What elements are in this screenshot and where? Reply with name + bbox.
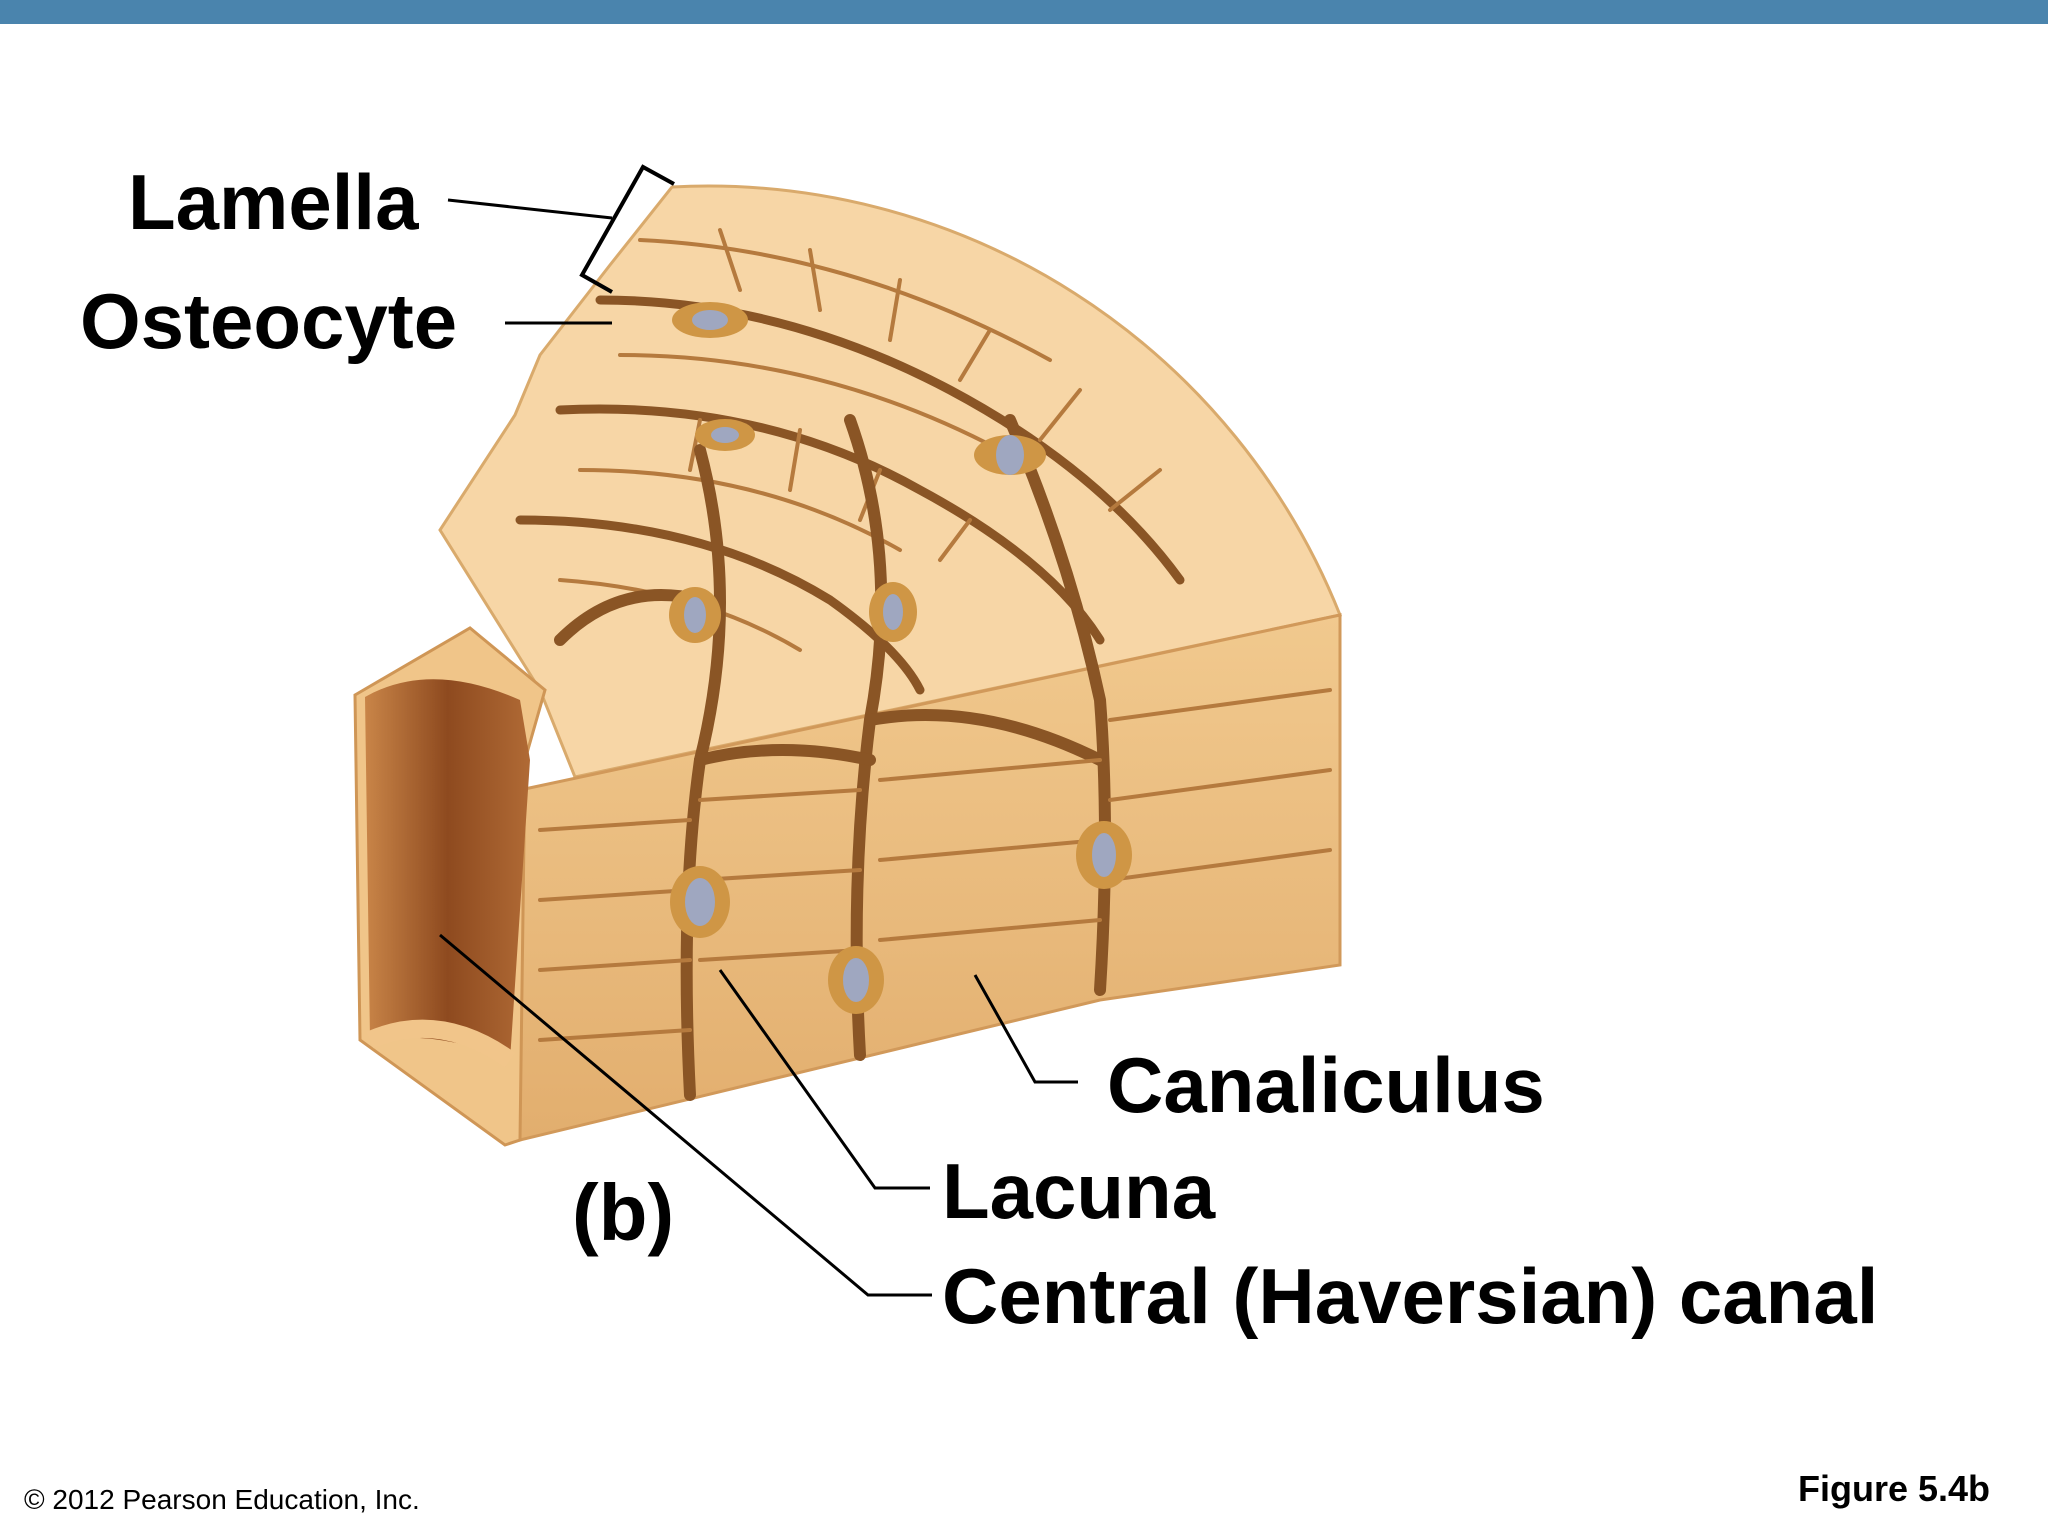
panel-label: (b) — [572, 1168, 675, 1257]
lamella-bracket — [579, 164, 675, 294]
copyright-notice: © 2012 Pearson Education, Inc. — [24, 1484, 420, 1515]
canaliculus-label: Canaliculus — [1107, 1041, 1545, 1129]
leader-lines — [439, 198, 1078, 1297]
central-canal-label: Central (Haversian) canal — [942, 1252, 1879, 1340]
figure-number: Figure 5.4b — [1798, 1468, 1991, 1509]
osteocyte-label: Osteocyte — [80, 277, 458, 365]
lacuna-label: Lacuna — [942, 1147, 1216, 1235]
central-canal — [365, 679, 530, 1060]
lamella-label: Lamella — [128, 158, 419, 246]
osteocytes — [669, 302, 1132, 1014]
header-bar — [0, 0, 2048, 24]
